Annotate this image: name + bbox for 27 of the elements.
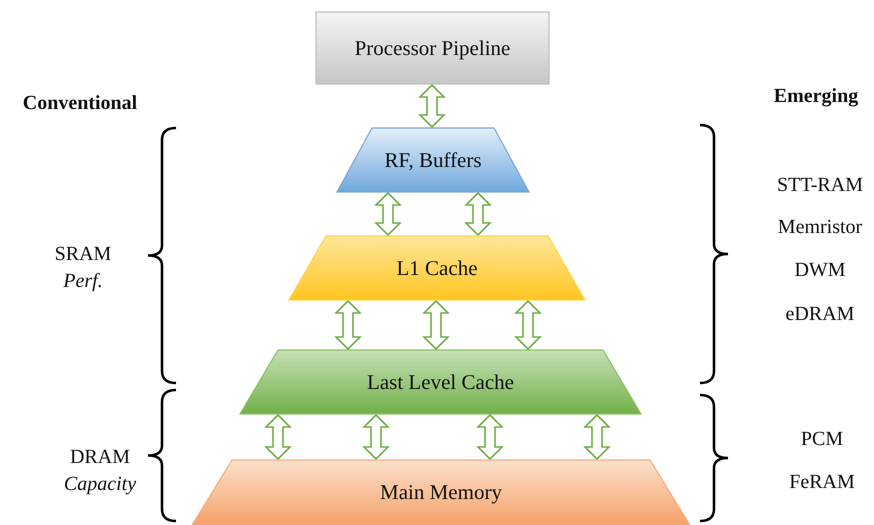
double-arrow	[264, 414, 292, 460]
double-arrow	[418, 84, 446, 128]
memory-type-label: PCM	[800, 428, 844, 451]
node-label: Processor Pipeline	[354, 36, 510, 60]
column-heading: Emerging	[774, 85, 858, 108]
double-arrow	[422, 300, 450, 350]
memory-type-label: Perf.	[63, 270, 103, 293]
double-arrow	[464, 192, 492, 236]
node-label: Last Level Cache	[367, 370, 514, 394]
memory-type-label: SRAM	[54, 243, 112, 266]
double-arrow	[514, 300, 542, 350]
node-label: RF, Buffers	[384, 148, 482, 172]
double-arrow	[362, 414, 390, 460]
memory-type-label: DRAM	[70, 446, 130, 469]
memory-type-label: DWM	[794, 259, 846, 282]
memory-type-label: Capacity	[64, 473, 136, 496]
column-heading: Conventional	[22, 92, 138, 115]
double-arrow	[374, 192, 402, 236]
double-arrow	[583, 414, 611, 460]
memory-type-label: FeRAM	[789, 471, 855, 494]
memory-type-label: eDRAM	[786, 303, 854, 326]
double-arrow	[334, 300, 362, 350]
double-arrow	[476, 414, 504, 460]
node-label: L1 Cache	[396, 256, 478, 280]
memory-type-label: STT-RAM	[777, 174, 863, 197]
memory-type-label: Memristor	[778, 216, 862, 239]
node-label: Main Memory	[380, 480, 502, 505]
